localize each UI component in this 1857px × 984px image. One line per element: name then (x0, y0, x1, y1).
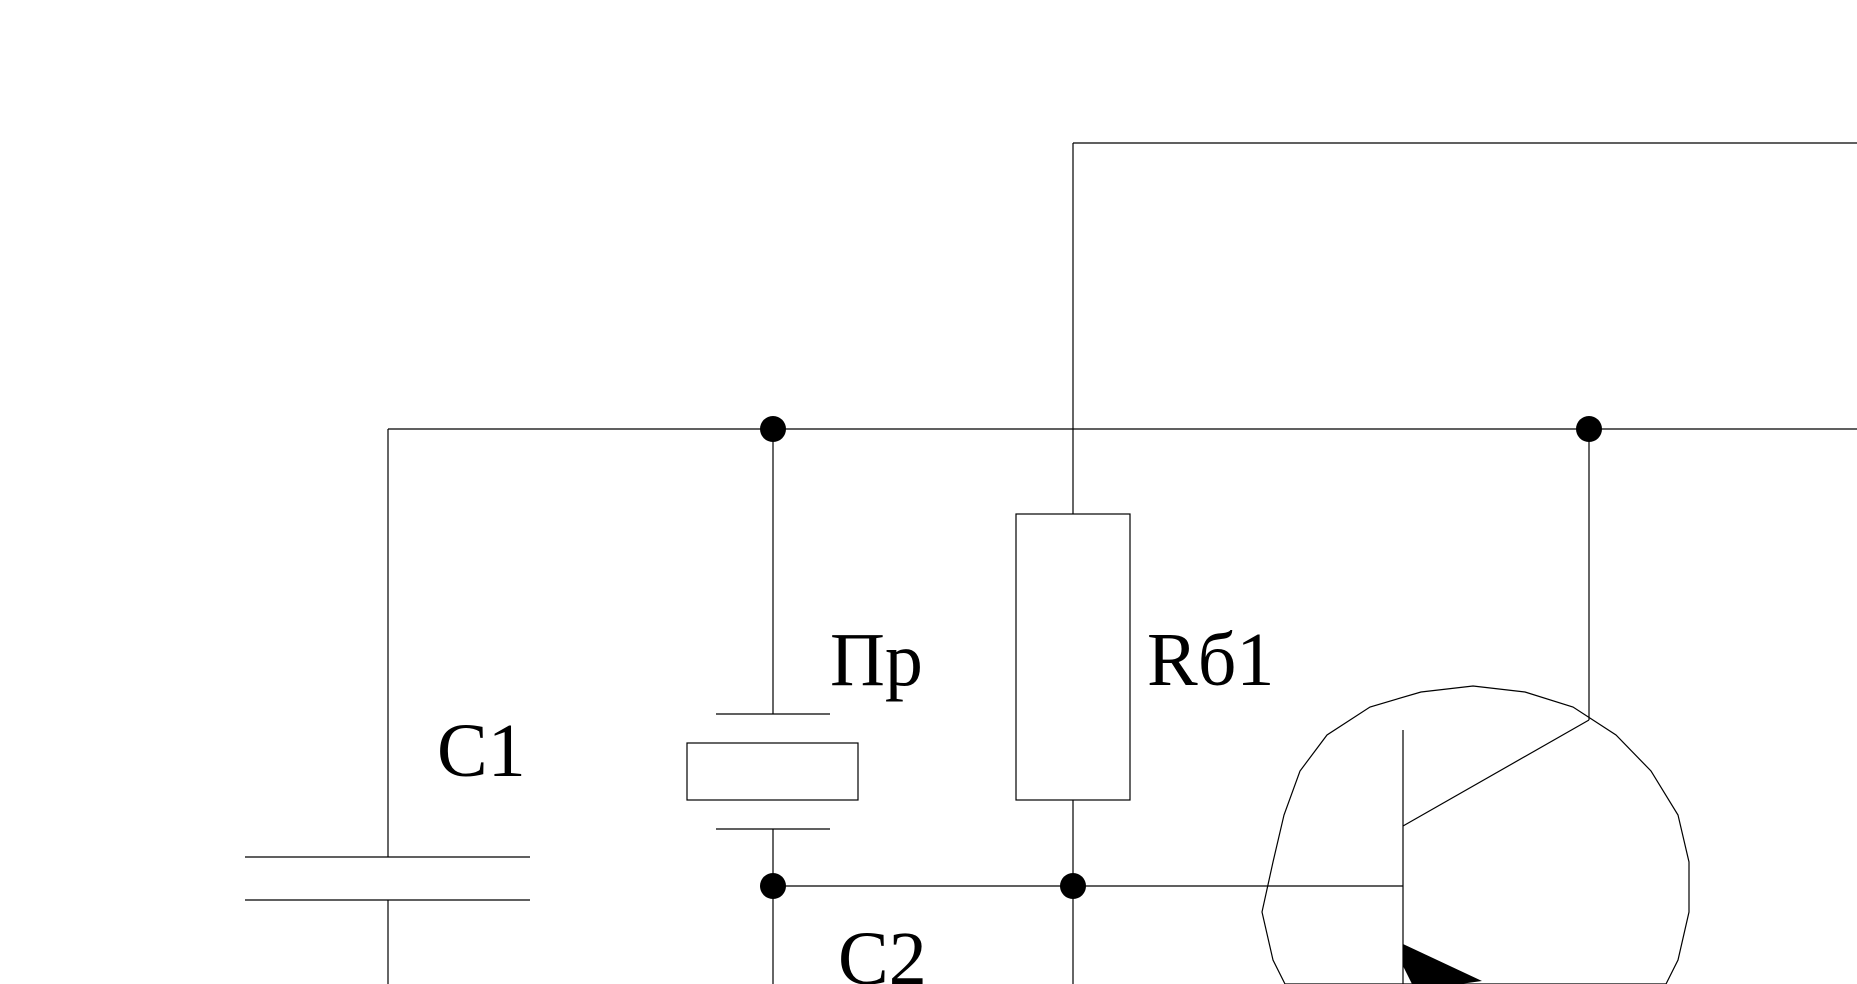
junction-dot (1060, 873, 1086, 899)
capacitor-c1: C1 (245, 709, 530, 984)
junction-dot (760, 416, 786, 442)
label-c2: C2 (838, 917, 927, 984)
junction-dot (1576, 416, 1602, 442)
resistor-rb1: Rб1 (1015, 513, 1274, 984)
label-c1: C1 (437, 709, 526, 793)
transistor-circle (1261, 685, 1690, 984)
main-bus (387, 428, 1857, 857)
junction-dot (760, 873, 786, 899)
transistor-emitter-arrow (1403, 944, 1482, 984)
junctions (760, 416, 1602, 899)
transistor-collector-lead (1402, 719, 1590, 827)
crystal-pr: Пр (686, 429, 923, 984)
label-crystal: Пр (830, 618, 923, 702)
base-node: C2 (773, 885, 1403, 984)
transistor (1261, 685, 1690, 984)
label-resistor: Rб1 (1147, 618, 1274, 702)
crystal-body (686, 742, 859, 801)
top-rail (1072, 142, 1857, 514)
resistor-body (1015, 513, 1131, 801)
